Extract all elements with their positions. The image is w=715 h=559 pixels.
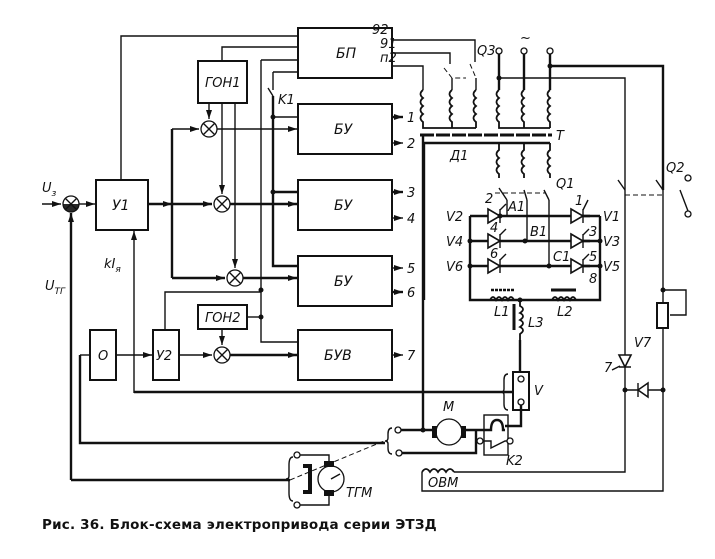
block-bp: БП — [297, 27, 393, 79]
block-buv-label: БУВ — [324, 348, 352, 364]
label-v: V — [534, 384, 544, 399]
block-gon1-label: ГОН1 — [205, 76, 241, 91]
potentiometer — [656, 287, 687, 329]
bp-outputs: 92 91 п2 — [372, 23, 477, 90]
label-ttm: ТГМ — [346, 486, 372, 501]
label-v1: V1 — [603, 210, 620, 225]
label-m: M — [443, 400, 454, 415]
gate-label-3: 3 — [589, 225, 597, 240]
gate-label-4: 4 — [490, 221, 498, 236]
block-gon2: ГОН2 — [197, 304, 248, 330]
block-u1: У1 — [95, 179, 149, 231]
gate-label-2: 2 — [485, 192, 493, 207]
summing-junction-4 — [213, 346, 231, 364]
block-bu-3-label: БУ — [334, 274, 354, 290]
gate-label-6: 6 — [490, 247, 498, 262]
block-bu-1-label: БУ — [334, 122, 354, 138]
gate-label-1: 1 — [575, 194, 583, 209]
figure-caption: Рис. 36. Блок-схема электропривода серии… — [42, 517, 437, 533]
label-l2: L2 — [557, 305, 573, 320]
thyristor-bridge: V2 V4 V6 V1 V3 V5 2 4 6 1 3 5 8 A1 B1 C1… — [446, 192, 620, 378]
control-wiring: K1 — [42, 35, 520, 482]
field-winding-ovm: ОВМ — [421, 190, 664, 492]
block-gon1: ГОН1 — [197, 60, 248, 104]
label-l3: L3 — [528, 316, 544, 331]
label-u-z: Uз — [42, 181, 57, 199]
control-transformer-coils — [419, 89, 478, 129]
block-u2: У2 — [152, 329, 180, 381]
label-v5: V5 — [603, 260, 620, 275]
output-label-6: 6 — [407, 286, 415, 301]
terminal-a[interactable] — [495, 47, 503, 55]
output-label-5: 5 — [407, 262, 415, 277]
summing-junction-2 — [213, 195, 231, 213]
block-buv: БУВ — [297, 329, 393, 381]
block-u1-label: У1 — [112, 198, 129, 214]
label-q3: Q3 — [477, 44, 496, 59]
diode — [622, 381, 666, 399]
summing-junction-1 — [200, 120, 218, 138]
gate-label-8: 8 — [589, 272, 597, 287]
label-c1: C1 — [553, 250, 570, 265]
output-label-3: 3 — [407, 186, 415, 201]
gate-label-7: 7 — [604, 361, 613, 376]
summing-junction-3 — [226, 269, 244, 287]
label-u-tg: UТГ — [45, 279, 66, 297]
terminal-b[interactable] — [520, 47, 528, 55]
output-label-4: 4 — [407, 212, 415, 227]
label-v4: V4 — [446, 235, 463, 250]
block-gon2-label: ГОН2 — [205, 311, 241, 326]
label-a1: A1 — [507, 200, 525, 215]
switch-q2: Q2 — [617, 161, 692, 218]
terminal-c[interactable] — [546, 47, 554, 55]
block-bp-label: БП — [336, 46, 357, 62]
bp-output-91: 91 — [380, 37, 397, 52]
relay-k2: K2 — [476, 414, 523, 469]
label-q2: Q2 — [666, 161, 685, 176]
label-v7: V7 — [634, 336, 652, 351]
block-bu-1: БУ — [297, 103, 393, 155]
label-v2: V2 — [446, 210, 463, 225]
bp-output-92: 92 — [372, 23, 389, 38]
thyristor-v1 — [570, 199, 589, 225]
output-label-2: 2 — [407, 137, 415, 152]
thyristor-v7: V7 7 — [604, 336, 652, 376]
label-l1: L1 — [494, 305, 510, 320]
bp-output-p2: п2 — [380, 51, 397, 66]
label-ac: ~ — [520, 31, 531, 46]
label-v6: V6 — [446, 260, 463, 275]
label-k-ia: kIя — [104, 257, 121, 275]
thyristor-v3 — [570, 228, 590, 250]
gate-label-5: 5 — [589, 250, 597, 265]
block-o: О — [89, 329, 117, 381]
output-label-7: 7 — [407, 349, 416, 364]
label-v3: V3 — [603, 235, 620, 250]
block-u2-label: У2 — [156, 349, 172, 364]
block-bu-2-label: БУ — [334, 198, 354, 214]
output-label-1: 1 — [407, 111, 415, 126]
label-q1: Q1 — [556, 177, 575, 192]
output-arrows: 1 2 3 4 5 6 7 — [392, 111, 416, 364]
label-k2: K2 — [506, 454, 523, 469]
label-d1: Д1 — [449, 149, 468, 164]
label-t: T — [556, 129, 565, 144]
label-ovm: ОВМ — [428, 476, 458, 491]
summing-junction-input — [62, 195, 80, 213]
block-o-label: О — [98, 349, 108, 364]
label-b1: B1 — [530, 225, 547, 240]
block-bu-2: БУ — [297, 179, 393, 231]
block-bu-3: БУ — [297, 255, 393, 307]
tacho-generator-ttm: ТГМ — [285, 451, 372, 509]
shunt-v: V — [500, 371, 544, 428]
motor-m: M — [289, 135, 478, 481]
label-k1: K1 — [278, 93, 295, 108]
thyristor-v5 — [570, 253, 590, 275]
